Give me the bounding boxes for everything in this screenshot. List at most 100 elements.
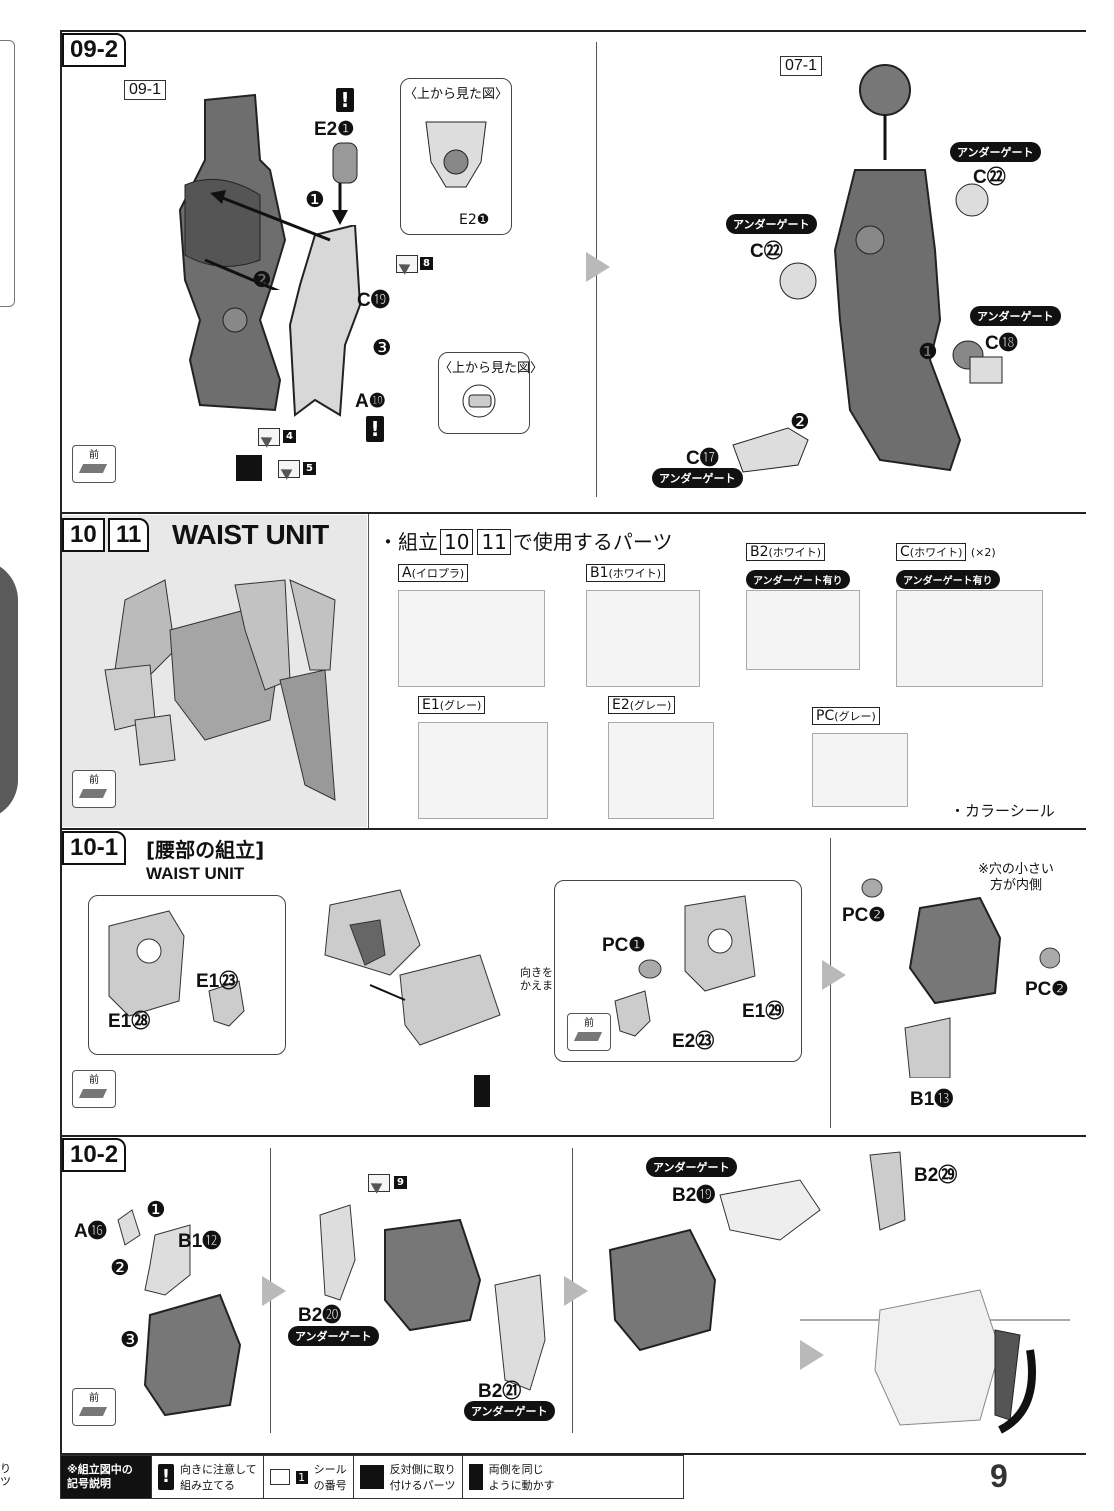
- waist-assembly-step1-illustration: [117, 1209, 242, 1417]
- step-num-1: ❶: [305, 188, 325, 213]
- step-title-09-2: 09-2: [62, 33, 127, 67]
- runner-b2-gate: アンダーゲート有り: [746, 570, 850, 589]
- runner-pc: [812, 733, 908, 807]
- sticker-icon-4: [258, 428, 280, 446]
- label-a16: A⓰: [74, 1221, 107, 1242]
- label-e2-1: E2❶: [314, 119, 355, 140]
- ref-07-1: 07-1: [780, 56, 823, 76]
- margin-fragment-part: [0, 560, 18, 820]
- left-rule: [60, 30, 62, 1455]
- step-num-right-1: ❶: [918, 340, 938, 365]
- page-number: 9: [990, 1458, 1008, 1494]
- next-arrow-10-2-b: [564, 1276, 588, 1306]
- rule-10-1: [60, 828, 1086, 830]
- opposite-side-icon: [236, 455, 262, 481]
- waist-frame-pc2-illustration: [861, 878, 1060, 1078]
- step-10-2-num-2: ❷: [110, 1256, 130, 1281]
- part-c17: [732, 427, 809, 473]
- top-view-1-illustration: [425, 121, 487, 188]
- sticker-num-9: 9: [394, 1176, 407, 1189]
- runner-b1: [586, 590, 700, 687]
- hole-note: ※穴の小さい 方が内側: [978, 862, 1054, 893]
- legend-item-opposite: 反対側に取り 付けるパーツ: [354, 1456, 463, 1498]
- legend-item-both-sides: 両側を同じ ように動かす: [463, 1456, 561, 1498]
- part-c22-left: [779, 262, 817, 300]
- top-rule: [60, 30, 1086, 32]
- runner-a: [398, 590, 545, 687]
- step-num-2: ❷: [252, 268, 272, 293]
- ref-09-1: 09-1: [124, 80, 167, 100]
- legend-item-caution: ! 向きに注意して 組み立てる: [152, 1456, 264, 1498]
- leg-armor-c19: [288, 225, 362, 417]
- leg-assembly-right-illustration: [833, 64, 962, 472]
- margin-fragment-text: りツ: [0, 1462, 11, 1488]
- label-b2-21: B2㉑: [478, 1381, 522, 1402]
- runner-label-b2: B2(ホワイト): [746, 543, 826, 561]
- label-e1-28: E1㉘: [108, 1011, 151, 1032]
- step-box-11: 11: [108, 518, 150, 552]
- waist-frame-e1-28-illustration: [108, 910, 245, 1027]
- runner-e2: [608, 722, 714, 819]
- legend-caution-icon: !: [158, 1464, 174, 1490]
- waist-frame-e1-29-illustration: [614, 895, 756, 1037]
- gate-label-3: アンダーゲート: [970, 306, 1061, 326]
- waist-frame-rotate-illustration: [324, 889, 501, 1046]
- part-c22-right: [955, 183, 989, 217]
- legend-head: ※組立図中の 記号説明: [61, 1456, 152, 1498]
- step-10-2-num-1: ❶: [146, 1198, 166, 1223]
- gate-label-10-2-1: アンダーゲート: [288, 1326, 379, 1346]
- waist-unit-title: WAIST UNIT: [172, 519, 329, 550]
- sticker-icon-5: [278, 460, 300, 478]
- runner-label-e1: E1(グレー): [418, 696, 486, 714]
- runner-label-e2: E2(グレー): [608, 696, 676, 714]
- step-num-right-2: ❷: [790, 410, 810, 435]
- next-arrow-10-1: [822, 960, 846, 990]
- front-indicator-09-2: 前: [72, 445, 116, 483]
- waist-assembly-step3-illustration: [608, 1151, 1070, 1434]
- rule-footer: [60, 1453, 1086, 1455]
- sticker-num-8: 8: [420, 257, 433, 270]
- legend-both-sides-icon: [468, 1464, 483, 1490]
- callout-top-view-1: 〈上から見た図〉 E2❶: [400, 78, 512, 235]
- step-num-3: ❸: [372, 336, 392, 361]
- waist-assembly-step2-illustration: [319, 1204, 546, 1391]
- sticker-num-4: 4: [283, 430, 296, 443]
- label-b2-29: B2㉙: [914, 1165, 958, 1186]
- label-b1-12: B1⓬: [178, 1231, 222, 1252]
- gate-label-10-2-3: アンダーゲート: [646, 1157, 737, 1177]
- step-box-10: 10: [62, 518, 105, 552]
- runner-c-gate: アンダーゲート有り: [896, 570, 1000, 589]
- runner-label-a: A(イロプラ): [398, 564, 469, 582]
- front-indicator-10-2: 前: [72, 1388, 116, 1426]
- label-c17: C⓱: [686, 448, 719, 469]
- label-pc2a: PC❷: [842, 905, 886, 926]
- front-indicator-10-1-inner: 前: [567, 1013, 611, 1051]
- color-sticker-note: ・カラーシール: [950, 802, 1055, 820]
- gate-label-10-2-2: アンダーゲート: [464, 1401, 555, 1421]
- next-arrow-10-2-c: [800, 1340, 824, 1370]
- runner-e1: [418, 722, 548, 819]
- step-10-1-subtitle: [腰部の組立]: [146, 838, 265, 862]
- label-c22b: C㉒: [750, 241, 783, 262]
- label-e2-1-small: E2❶: [459, 212, 490, 228]
- margin-fragment-box: [0, 40, 15, 307]
- label-b2-19: B2⓳: [672, 1185, 716, 1206]
- rule-10-2: [60, 1135, 1086, 1137]
- next-arrow-09-2: [586, 252, 610, 282]
- waist-unit-exploded-illustration: [104, 579, 336, 801]
- step-title-10-1: 10-1: [62, 831, 127, 865]
- caution-icon: !: [336, 88, 354, 112]
- part-e2-1: [332, 142, 358, 184]
- label-e2-23: E2㉓: [672, 1031, 715, 1052]
- front-indicator-10-1: 前: [72, 1070, 116, 1108]
- legend-sticker-icon: [269, 1469, 290, 1485]
- gate-label-1: アンダーゲート: [950, 142, 1041, 162]
- next-arrow-10-2-a: [262, 1276, 286, 1306]
- runner-c: [896, 590, 1043, 687]
- label-b2-20: B2⓴: [298, 1305, 342, 1326]
- callout-top-view-2: 〈上から見た図〉: [438, 352, 543, 434]
- legend-opposite-icon: [359, 1465, 384, 1489]
- label-b1-13: B1⓭: [910, 1089, 954, 1110]
- rule-10-11: [60, 512, 1086, 514]
